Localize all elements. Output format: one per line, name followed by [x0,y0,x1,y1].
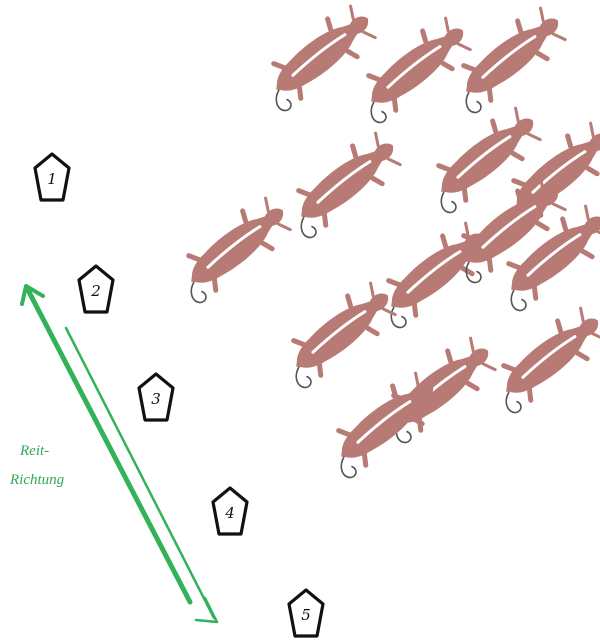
marker-1: 1 [33,152,71,202]
cow-icon [336,371,442,479]
pentagon-icon [287,588,325,638]
cow-icon [366,16,472,124]
marker-3: 3 [137,372,175,422]
cattle-herd [186,4,600,479]
pentagon-icon [77,264,115,314]
pentagon-icon [211,486,249,536]
marker-2: 2 [77,264,115,314]
arrow-shaft-secondary [64,326,216,620]
cow-icon [461,6,567,114]
marker-label: 2 [90,282,101,300]
direction-label-line1: Reit- [19,443,49,459]
cow-icon [296,131,402,239]
marker-4: 4 [211,486,249,536]
arrowhead-down [194,596,219,624]
cow-icon [501,306,600,414]
cow-icon [291,281,397,389]
cow-icon [461,176,567,284]
marker-label: 3 [151,390,161,408]
marker-label: 1 [47,170,57,188]
cow-icon [386,221,492,329]
marker-5: 5 [287,588,325,638]
cow-icon [271,4,377,112]
marker-label: 5 [301,606,311,624]
arrowhead-up [20,284,45,306]
cow-icon [436,106,542,214]
cow-icon [186,196,292,304]
pentagon-icon [33,152,71,202]
cow-icon [506,204,600,312]
arrow-shaft-main [25,287,193,605]
pentagon-icon [137,372,175,422]
marker-label: 4 [224,504,235,522]
riding-direction-arrow [20,284,219,624]
direction-label-line2: Richtung [9,472,65,488]
